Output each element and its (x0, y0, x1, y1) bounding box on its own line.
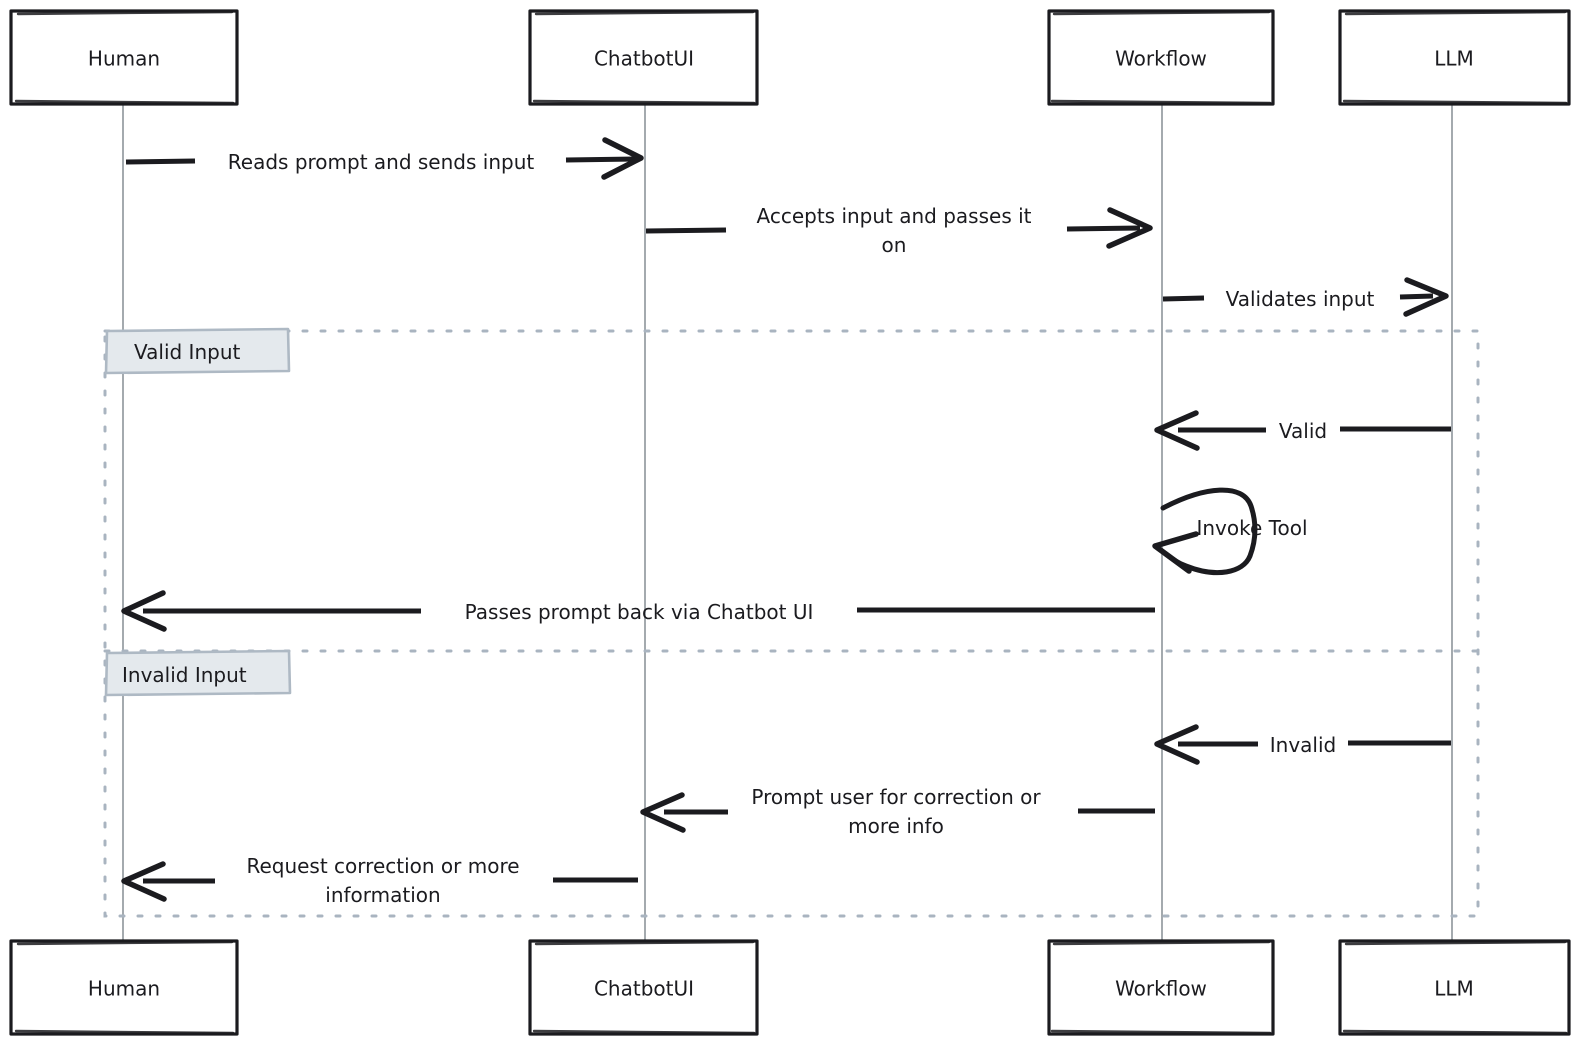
participant-box-chatbotui-sketch (532, 10, 756, 105)
group-frame (103, 329, 1480, 918)
arrowhead-left-icon (1154, 410, 1200, 451)
message-label-line2: on (882, 233, 907, 257)
participant-label-workflow-bottom: Workflow (1115, 977, 1207, 1001)
message-label-line1: Prompt user for correction or (751, 785, 1041, 809)
participant-box-llm-bottom-rect (1338, 939, 1571, 1036)
message-line (1162, 295, 1205, 302)
arrowhead-left-icon (121, 590, 167, 632)
message-label: Validates input (1226, 287, 1375, 311)
arrowhead-right-icon (601, 137, 644, 180)
participant-box-human[interactable]: Human (9, 9, 239, 106)
participant-box-human-sketch (14, 10, 235, 105)
participant-box-llm-rect (1338, 9, 1571, 106)
participant-box-llm[interactable]: LLM (1338, 9, 1571, 106)
message-request-correction-or-more-information[interactable]: Request correction or more information (121, 854, 638, 907)
arrowhead-left-icon (121, 861, 167, 902)
participant-box-llm-bottom-sketch (1342, 940, 1568, 1035)
arrowhead-left-icon (1154, 724, 1200, 765)
group-tag-invalid-input[interactable]: Invalid Input (104, 649, 292, 697)
message-invalid[interactable]: Invalid (1154, 724, 1451, 765)
participant-box-llm-sketch (1342, 10, 1568, 105)
message-label-line2: information (325, 883, 440, 907)
group-tag-invalid-input-label: Invalid Input (122, 663, 247, 687)
message-label-line1: Request correction or more (246, 854, 519, 878)
message-line (125, 158, 196, 165)
message-label: Reads prompt and sends input (228, 150, 535, 174)
group-tag-valid-input-label: Valid Input (134, 340, 240, 364)
arrowhead-right-icon (1403, 277, 1449, 317)
message-prompt-user-for-correction-or-more-info[interactable]: Prompt user for correction or more info (640, 785, 1155, 838)
lifelines (122, 104, 1453, 941)
participant-box-chatbotui-bottom-rect (528, 939, 759, 1036)
message-reads-prompt-and-sends-input[interactable]: Reads prompt and sends input (125, 137, 644, 180)
participant-box-workflow-bottom-rect (1047, 939, 1275, 1036)
participant-box-chatbotui-bottom-sketch (532, 940, 756, 1035)
message-label-line2: more info (848, 814, 944, 838)
participant-label-chatbotui-bottom: ChatbotUI (594, 977, 694, 1001)
participant-box-chatbotui[interactable]: ChatbotUI (528, 9, 759, 106)
participant-box-human-rect (9, 9, 239, 106)
participant-box-workflow-bottom[interactable]: Workflow (1047, 939, 1275, 1036)
group-frame-rect (103, 329, 1480, 918)
message-label: Passes prompt back via Chatbot UI (465, 600, 814, 624)
group-tag-invalid-input-shape (104, 649, 292, 697)
message-valid[interactable]: Valid (1154, 410, 1451, 451)
message-label: Invoke Tool (1196, 516, 1307, 540)
message-line (565, 156, 637, 163)
participant-box-chatbotui-rect (528, 9, 759, 106)
message-label-line1: Accepts input and passes it (757, 204, 1032, 228)
arrowhead-left-icon (640, 792, 686, 833)
participant-box-chatbotui-bottom[interactable]: ChatbotUI (528, 939, 759, 1036)
participant-box-human-bottom-rect (9, 939, 239, 1036)
message-invoke-tool-selfloop[interactable]: Invoke Tool (1152, 487, 1308, 576)
participant-box-workflow-sketch (1050, 10, 1272, 105)
participant-label-llm-bottom: LLM (1434, 977, 1474, 1001)
group-tag-valid-input[interactable]: Valid Input (104, 327, 291, 375)
message-validates-input[interactable]: Validates input (1162, 277, 1449, 317)
message-label: Valid (1279, 419, 1327, 443)
participant-box-human-bottom[interactable]: Human (9, 939, 239, 1036)
participant-box-workflow-rect (1047, 9, 1275, 106)
participant-label-chatbotui: ChatbotUI (594, 47, 694, 71)
participant-label-llm: LLM (1434, 47, 1474, 71)
message-line (1066, 225, 1141, 232)
message-label: Invalid (1270, 733, 1336, 757)
message-line (645, 227, 727, 234)
participant-label-human-bottom: Human (88, 977, 160, 1001)
participant-box-human-bottom-sketch (14, 940, 235, 1035)
participant-label-human: Human (88, 47, 160, 71)
participant-box-llm-bottom[interactable]: LLM (1338, 939, 1571, 1036)
message-accepts-input-and-passes-it-on[interactable]: Accepts input and passes it on (645, 204, 1153, 257)
group-tag-valid-input-shape (104, 327, 291, 375)
message-line (1399, 293, 1434, 300)
arrowhead-right-icon (1106, 207, 1153, 249)
participant-box-workflow[interactable]: Workflow (1047, 9, 1275, 106)
participant-label-workflow: Workflow (1115, 47, 1207, 71)
participant-box-workflow-bottom-sketch (1050, 940, 1272, 1035)
arrowhead-left-icon (1152, 531, 1199, 574)
message-passes-prompt-back-via-chatbot-ui[interactable]: Passes prompt back via Chatbot UI (121, 590, 1155, 632)
